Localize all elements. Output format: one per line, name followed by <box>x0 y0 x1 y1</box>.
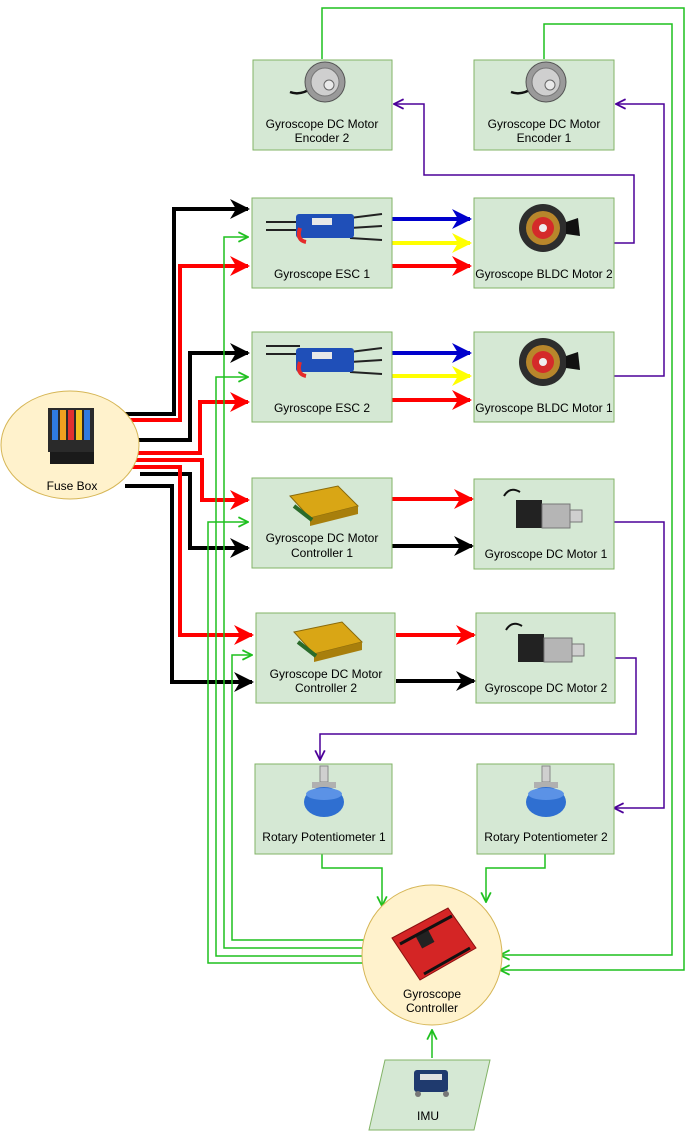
label-rotary-potentiometer-1: Rotary Potentiometer 1 <box>262 830 386 844</box>
label-fuse-box: Fuse Box <box>47 479 98 493</box>
power-wires-black <box>125 199 254 692</box>
encoder-icon <box>289 61 346 103</box>
label-gyroscope-controller-line1: Gyroscope <box>403 987 461 1001</box>
wire-controller-to-esc2 <box>215 377 366 957</box>
motor-controller-icon <box>293 621 363 662</box>
node-encoder-1[interactable]: Gyroscope DC Motor Encoder 1 <box>473 59 615 151</box>
node-rotary-potentiometer-1[interactable]: Rotary Potentiometer 1 <box>254 763 393 855</box>
wire-fuse-to-esc1-black <box>125 199 250 416</box>
wire-encoder1-to-controller <box>500 23 673 955</box>
power-wires-red <box>125 256 254 645</box>
potentiometer-icon <box>526 765 566 817</box>
label-dc-motor-controller-2-line1: Gyroscope DC Motor <box>270 667 383 681</box>
label-encoder-1-line1: Gyroscope DC Motor <box>488 117 601 131</box>
label-dc-motor-controller-1-line2: Controller 1 <box>291 546 353 560</box>
label-dc-motor-controller-1-line1: Gyroscope DC Motor <box>266 531 379 545</box>
wire-fuse-to-dcctrl2-black <box>125 484 254 692</box>
fuse-box-icon <box>48 408 94 464</box>
dc-motor-icon <box>503 488 583 529</box>
wire-encoder2-to-controller <box>321 7 685 970</box>
node-bldc-motor-2[interactable]: Gyroscope BLDC Motor 2 <box>473 197 615 289</box>
node-bldc-motor-1[interactable]: Gyroscope BLDC Motor 1 <box>473 331 615 423</box>
label-gyroscope-controller-line2: Controller <box>406 1001 458 1015</box>
feedback-wires-purple <box>320 104 665 808</box>
imu-sensor-icon <box>414 1070 449 1097</box>
motor-phase-wires <box>392 209 476 691</box>
node-dc-motor-controller-1[interactable]: Gyroscope DC Motor Controller 1 <box>251 477 393 569</box>
node-rotary-potentiometer-2[interactable]: Rotary Potentiometer 2 <box>476 763 615 855</box>
label-esc-1: Gyroscope ESC 1 <box>274 267 370 281</box>
label-encoder-1-line2: Encoder 1 <box>517 131 572 145</box>
dc-motor-icon <box>505 622 585 663</box>
wire-fuse-to-dcctrl1-black <box>140 472 250 558</box>
node-encoder-2[interactable]: Gyroscope DC Motor Encoder 2 <box>252 59 393 151</box>
wire-fuse-to-dcctrl1-red <box>125 458 250 510</box>
wire-pot1-to-controller <box>321 854 382 906</box>
label-imu: IMU <box>417 1109 439 1123</box>
wire-bldc2-to-encoder2 <box>394 104 635 244</box>
label-esc-2: Gyroscope ESC 2 <box>274 401 370 415</box>
label-rotary-potentiometer-2: Rotary Potentiometer 2 <box>484 830 608 844</box>
label-bldc-motor-2: Gyroscope BLDC Motor 2 <box>475 267 613 281</box>
label-dc-motor-2: Gyroscope DC Motor 2 <box>485 681 608 695</box>
node-gyroscope-controller[interactable]: Gyroscope Controller <box>361 884 503 1026</box>
bldc-motor-icon <box>519 338 580 386</box>
wire-fuse-to-esc2-black <box>125 343 250 442</box>
label-dc-motor-1: Gyroscope DC Motor 1 <box>485 547 608 561</box>
wire-controller-to-dcctrl2 <box>231 655 366 941</box>
wire-dcmotor1-to-pot2 <box>614 521 665 808</box>
label-encoder-2-line1: Gyroscope DC Motor <box>266 117 379 131</box>
node-dc-motor-2[interactable]: Gyroscope DC Motor 2 <box>475 612 616 704</box>
label-bldc-motor-1: Gyroscope BLDC Motor 1 <box>475 401 613 415</box>
node-dc-motor-controller-2[interactable]: Gyroscope DC Motor Controller 2 <box>255 612 396 704</box>
label-encoder-2-line2: Encoder 2 <box>295 131 350 145</box>
wire-fuse-to-esc1-red <box>125 256 250 422</box>
node-esc-2[interactable]: Gyroscope ESC 2 <box>251 331 393 423</box>
esc-icon <box>266 345 383 378</box>
node-esc-1[interactable]: Gyroscope ESC 1 <box>251 197 393 289</box>
node-fuse-box[interactable]: Fuse Box <box>0 390 140 500</box>
wire-controller-to-esc1 <box>223 237 366 949</box>
wire-controller-to-dcctrl1 <box>207 522 366 964</box>
node-imu[interactable]: IMU <box>368 1059 491 1131</box>
esc-icon <box>266 213 383 244</box>
node-dc-motor-1[interactable]: Gyroscope DC Motor 1 <box>473 478 615 570</box>
wire-fuse-to-esc2-red <box>125 392 250 455</box>
label-dc-motor-controller-2-line2: Controller 2 <box>295 681 357 695</box>
bldc-motor-icon <box>519 204 580 252</box>
signal-wires-green <box>207 7 685 1058</box>
potentiometer-icon <box>304 765 344 817</box>
motor-controller-icon <box>289 485 359 526</box>
wire-dcmotor2-to-pot1 <box>320 657 637 760</box>
microcontroller-board-icon <box>391 907 477 981</box>
encoder-icon <box>510 61 567 103</box>
wire-pot2-to-controller <box>486 854 546 902</box>
wire-bldc1-to-encoder1 <box>614 104 665 377</box>
